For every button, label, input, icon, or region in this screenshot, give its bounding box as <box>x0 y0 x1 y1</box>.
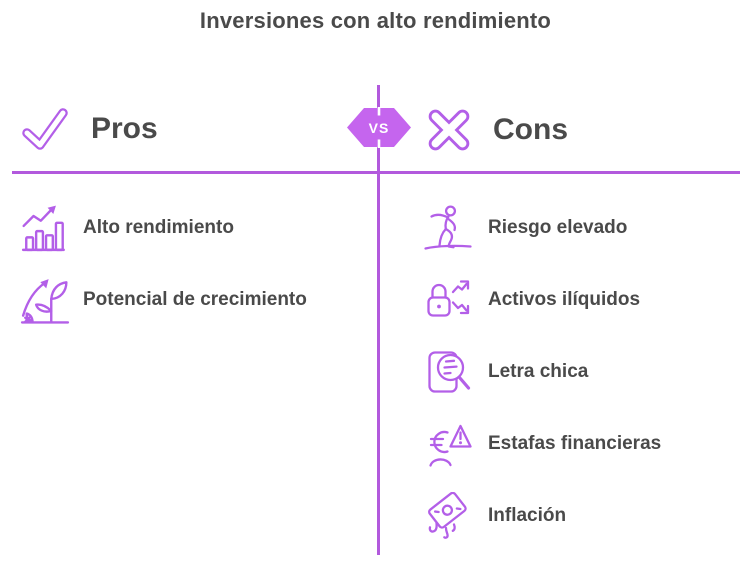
cons-item: Letra chica <box>424 344 588 400</box>
pros-item: Alto rendimiento <box>20 200 234 256</box>
cons-title: Cons <box>493 113 568 146</box>
x-icon <box>424 105 474 155</box>
pros-item-label: Potencial de crecimiento <box>83 289 307 310</box>
vs-badge: VS <box>347 107 411 148</box>
vs-badge-shape <box>347 108 411 147</box>
center-divider <box>377 85 380 555</box>
pros-title: Pros <box>91 112 158 145</box>
cons-item: Riesgo elevado <box>424 200 627 256</box>
cons-item-label: Riesgo elevado <box>488 217 628 238</box>
melting-money-icon <box>424 492 472 540</box>
cons-item: Inflación <box>424 488 566 544</box>
cons-item-label: Activos ilíquidos <box>488 289 641 310</box>
pros-item-label: Alto rendimiento <box>83 217 234 238</box>
pros-header: Pros <box>18 102 158 156</box>
euro-warning-icon <box>424 420 472 468</box>
cons-item: Activos ilíquidos <box>424 272 640 328</box>
cons-item-label: Inflación <box>488 505 567 526</box>
cons-item-label: Estafas financieras <box>488 433 662 454</box>
vs-label: VS <box>369 120 390 136</box>
cons-item: Estafas financieras <box>424 416 661 472</box>
sprout-growth-icon <box>20 275 70 325</box>
locked-assets-icon <box>424 276 472 324</box>
tightrope-walker-icon <box>424 204 472 252</box>
page-title: Inversiones con alto rendimiento <box>199 8 552 33</box>
bar-chart-growth-icon <box>20 203 70 253</box>
cons-item-label: Letra chica <box>488 361 589 382</box>
header-divider <box>12 171 740 174</box>
magnifier-document-icon <box>424 348 472 396</box>
check-icon <box>18 102 72 156</box>
pros-item: Potencial de crecimiento <box>20 272 307 328</box>
cons-header: Cons <box>424 103 568 157</box>
